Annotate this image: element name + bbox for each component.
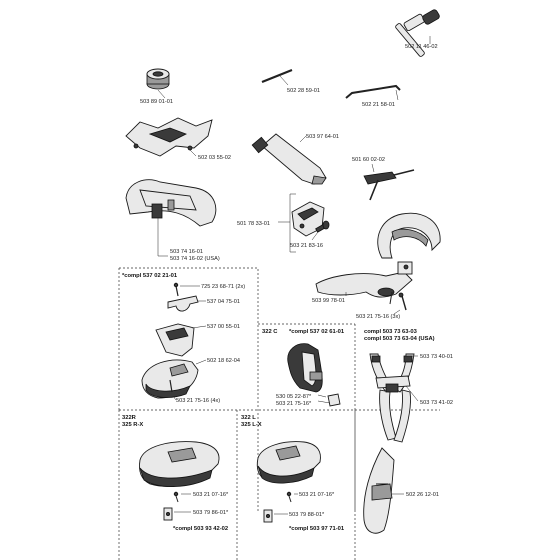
support-part <box>315 261 413 305</box>
plate-part <box>125 117 213 157</box>
screw-322l-part <box>286 491 292 503</box>
loop-handle-part <box>377 212 441 259</box>
guard-clip-part <box>327 393 341 407</box>
label-503-74-16-02: 503 74 16-02 (USA) <box>170 256 220 262</box>
label-502-11-46-02: 502 11 46-02 <box>405 44 438 50</box>
kit-322r-model-1: 322R <box>122 415 137 421</box>
label-537-04-75-01: 537 04 75-01 <box>207 299 240 305</box>
guard-322r-part <box>139 441 220 487</box>
screw-set-part <box>398 292 407 311</box>
label-537-00-55-01: 537 00 55-01 <box>207 324 240 330</box>
kit-boxes <box>118 267 440 560</box>
guard-bracket-part <box>155 323 195 357</box>
label-502-03-55-02: 502 03 55-02 <box>198 155 231 161</box>
label-503-21-75-16-4x: 503 21 75-16 (4x) <box>176 398 220 404</box>
grease-tube-part <box>251 133 327 185</box>
kit-322l-model-2: 325 L-X <box>241 422 262 428</box>
kit-left-compl: *compl 537 02 21-01 <box>122 273 178 279</box>
label-725-23-68-71: 725 23 68-71 (2x) <box>201 284 245 290</box>
label-502-26-12-01: 502 26 12-01 <box>406 492 439 498</box>
harness-strap-part <box>125 179 217 227</box>
label-501-60-02-02: 501 60 02-02 <box>352 157 385 163</box>
kit-322c-model: 322 C <box>262 329 278 335</box>
hip-pad-part <box>363 447 395 534</box>
label-503-73-41-02: 503 73 41-02 <box>420 400 453 406</box>
bushing-part <box>146 68 170 90</box>
harness-compl-1: compl 503 73 63-03 <box>364 329 418 335</box>
trimmer-guard-part <box>141 359 199 399</box>
label-502-21-58-01: 502 21 58-01 <box>362 102 395 108</box>
blade-322r-part <box>163 507 173 521</box>
saw-blade-guard-part <box>287 343 323 393</box>
blade-322l-part <box>263 509 273 523</box>
label-503-97-64-01: 503 97 64-01 <box>306 134 339 140</box>
clamp-screws-part <box>173 282 179 297</box>
kit-322r-compl: *compl 503 93 42-02 <box>173 526 228 532</box>
kit-322c-compl: *compl 537 02 61-01 <box>289 329 345 335</box>
screw-322r-part <box>173 491 179 503</box>
pin-part <box>261 68 293 84</box>
label-503-89-01-01: 503 89 01-01 <box>140 99 173 105</box>
hex-key-part <box>345 84 401 99</box>
kit-322l-model-1: 322 L <box>241 415 256 421</box>
label-530-05-22-87: 530 05 22-87* <box>276 394 312 400</box>
label-503-79-86-01: 503 79 86-01* <box>193 510 229 516</box>
label-502-18-62-04: 502 18 62-04 <box>207 358 240 364</box>
harness-part <box>369 353 415 443</box>
label-503-21-83-16: 503 21 83-16 <box>290 243 323 249</box>
label-503-21-07-16-322l: 503 21 07-16* <box>299 492 335 498</box>
label-502-28-59-01: 502 28 59-01 <box>287 88 320 94</box>
harness-compl-2: compl 503 73 63-04 (USA) <box>364 336 435 342</box>
label-501-78-33-01: 501 78 33-01 <box>237 221 270 227</box>
label-503-21-07-16-322r: 503 21 07-16* <box>193 492 229 498</box>
bracket-part <box>291 201 325 237</box>
label-503-74-16-01: 503 74 16-01 <box>170 249 203 255</box>
label-503-79-88-01: 503 79 88-01* <box>289 512 325 518</box>
label-503-99-78-01: 503 99 78-01 <box>312 298 345 304</box>
clamp-part <box>167 295 199 312</box>
guard-screws-part <box>169 379 173 393</box>
label-503-21-75-16-322c: 503 21 75-16* <box>276 401 312 407</box>
screw-part <box>315 220 330 233</box>
label-503-21-75-16-3x: 503 21 75-16 (3x) <box>356 314 400 320</box>
kit-322l-compl: *compl 503 97 71-01 <box>289 526 345 532</box>
guard-322l-part <box>256 441 321 484</box>
t-wrench-part <box>395 9 440 57</box>
screwdriver-part <box>363 169 415 201</box>
kit-322r-model-2: 325 R-X <box>122 422 143 428</box>
label-503-73-40-01: 503 73 40-01 <box>420 354 453 360</box>
